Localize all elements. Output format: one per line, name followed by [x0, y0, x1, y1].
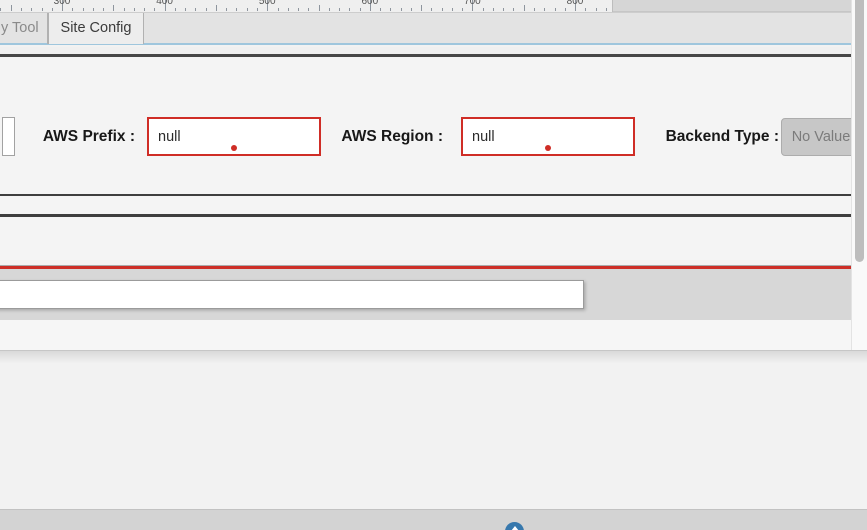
- ruler-tick: [236, 8, 238, 11]
- clipped-input-left[interactable]: [2, 117, 15, 156]
- aws-prefix-label: AWS Prefix :: [42, 128, 135, 145]
- bottom-status-band: [0, 509, 867, 530]
- ruler-label: 800: [566, 0, 584, 7]
- ruler-tick: [328, 8, 330, 11]
- ruler-tick: [472, 0, 474, 11]
- ruler-tick: [298, 8, 299, 11]
- ruler-tick: [595, 8, 597, 11]
- ruler-tick: [462, 8, 464, 11]
- aws-prefix-field-wrap: [147, 117, 321, 156]
- ruler-tick: [318, 5, 320, 11]
- ruler-tick: [369, 0, 371, 11]
- ruler-scale: 300 400 500 600 700 800: [0, 0, 613, 12]
- ruler-tick: [133, 8, 135, 11]
- aws-region-field-wrap: [461, 117, 635, 156]
- ruler-tick: [62, 0, 63, 11]
- ruler-label: 600: [361, 0, 379, 7]
- ruler-tick: [390, 8, 392, 11]
- ruler-tick: [144, 8, 146, 11]
- ruler-tick: [92, 8, 94, 11]
- ruler-tick: [554, 8, 556, 11]
- ruler-tick: [103, 8, 104, 11]
- ruler-tick: [421, 5, 423, 11]
- ruler-tick: [123, 8, 125, 11]
- ruler-tick: [215, 5, 217, 11]
- backend-type-button[interactable]: No Value: [781, 118, 861, 156]
- ruler-tick: [174, 8, 176, 11]
- tab-site-config[interactable]: Site Config: [48, 13, 144, 44]
- ruler-tick: [185, 8, 187, 11]
- ruler-tick: [400, 8, 402, 11]
- ruler-tick: [585, 8, 587, 11]
- ruler-tick: [82, 8, 84, 11]
- strip-below-band: [0, 320, 851, 350]
- ruler-tick: [359, 8, 361, 11]
- ruler-tick: [523, 5, 525, 11]
- aws-region-label: AWS Region :: [341, 128, 443, 145]
- ruler-tick: [534, 8, 535, 11]
- ruler-tick: [410, 8, 412, 11]
- ruler-tick: [575, 0, 576, 11]
- ruler-tick: [226, 8, 228, 11]
- section-shadow: [0, 351, 867, 364]
- ruler-tick: [513, 8, 515, 11]
- ruler-tick: [441, 8, 443, 11]
- ruler-tick: [246, 8, 248, 11]
- ruler-tick: [0, 8, 2, 11]
- ruler-tick: [308, 8, 310, 11]
- arrow-up-icon: [510, 526, 519, 530]
- ruler-label: 400: [156, 0, 173, 7]
- ruler-tick: [267, 0, 269, 11]
- vertical-scrollbar-track[interactable]: [851, 0, 867, 350]
- ruler-tick: [451, 8, 453, 11]
- separator-line-lower: [0, 214, 851, 217]
- ruler-tick: [287, 8, 289, 11]
- ruler-tick: [492, 8, 494, 11]
- ruler-label: 300: [53, 0, 71, 7]
- tab-tool[interactable]: y Tool: [0, 13, 48, 44]
- ruler-tick: [339, 8, 340, 11]
- tab-bar: y Tool Site Config: [0, 12, 851, 45]
- ruler-tick: [113, 5, 115, 11]
- bottom-text-input[interactable]: [0, 280, 584, 309]
- ruler-tick: [564, 8, 566, 11]
- ruler-tick: [51, 8, 53, 11]
- section-edge-line: [0, 350, 867, 351]
- ruler-label: 500: [258, 0, 276, 7]
- ruler-tick: [41, 8, 43, 11]
- form-panel-background: [0, 57, 851, 266]
- ruler-tick: [544, 8, 546, 11]
- backend-type-label: Backend Type :: [665, 128, 779, 145]
- ruler-tick: [195, 8, 197, 11]
- ruler-tick: [21, 8, 22, 11]
- ruler-tick: [256, 8, 258, 11]
- ruler-tick: [482, 8, 484, 11]
- validation-error-dot: [545, 145, 551, 151]
- strip-under-tabs: [0, 47, 851, 54]
- ruler-tick: [205, 8, 207, 11]
- ruler-tick: [349, 8, 351, 11]
- ruler-tick: [431, 8, 433, 11]
- floating-action-button[interactable]: [505, 522, 524, 530]
- ruler-tick: [10, 5, 12, 11]
- ruler-tick: [380, 8, 382, 11]
- red-divider-line: [0, 266, 851, 269]
- ruler-tick: [605, 8, 607, 11]
- separator-line-top: [0, 54, 851, 57]
- hairline-separator: [0, 265, 851, 266]
- vertical-scrollbar-thumb[interactable]: [855, 0, 864, 262]
- ruler-tick: [154, 8, 156, 11]
- validation-error-dot: [231, 145, 237, 151]
- ruler-tick: [72, 8, 74, 11]
- separator-line-middle: [0, 194, 851, 196]
- ruler-tick: [164, 0, 166, 11]
- ruler-tick: [277, 8, 279, 11]
- horizontal-ruler: 300 400 500 600 700 800: [0, 0, 851, 12]
- ruler-tick: [31, 8, 33, 11]
- ruler-label: 700: [464, 0, 481, 7]
- ruler-tick: [503, 8, 505, 11]
